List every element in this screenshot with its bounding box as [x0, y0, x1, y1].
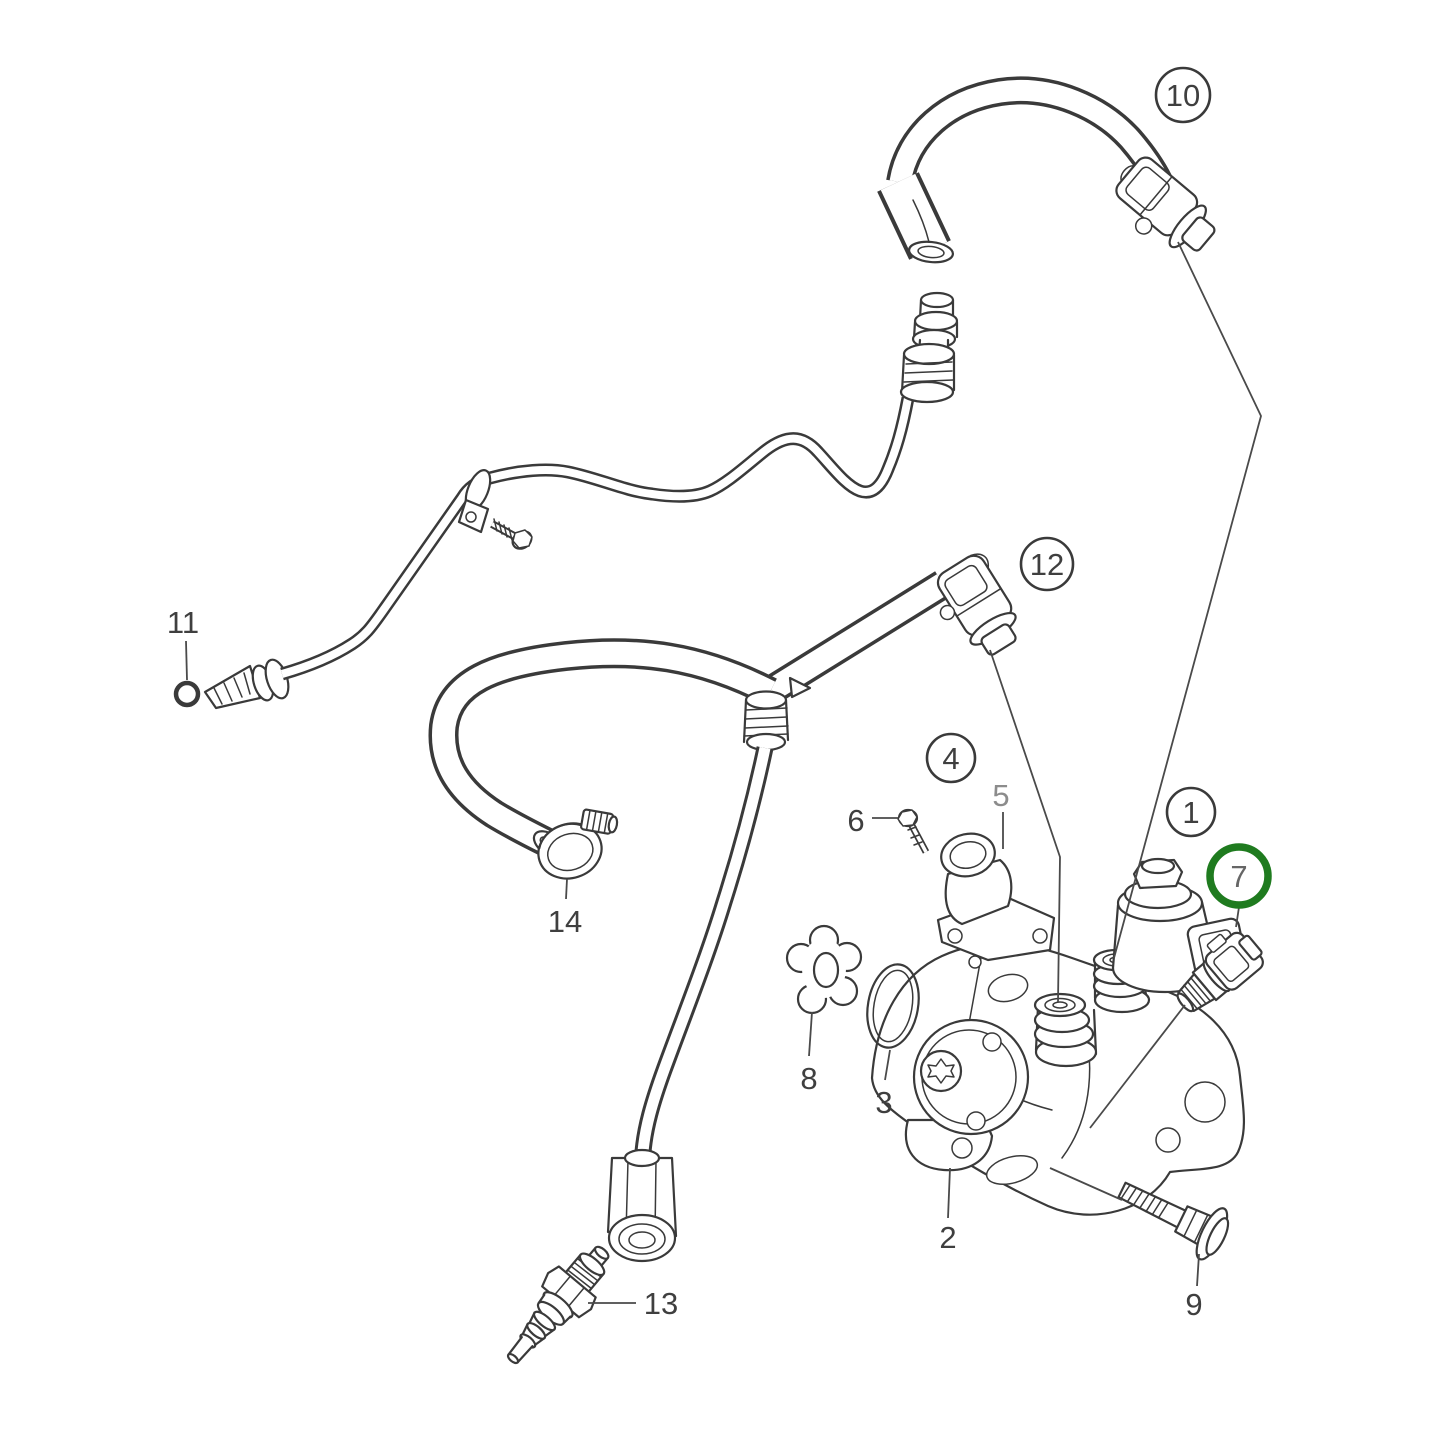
hose-end-nut [606, 1148, 678, 1263]
small-bolt-6 [897, 808, 930, 854]
leader-3 [884, 1049, 891, 1081]
callout-12[interactable]: 12 [1019, 536, 1075, 592]
leader-lines [185, 241, 1262, 1304]
callout-label: 2 [939, 1220, 956, 1255]
threaded-end [203, 664, 262, 710]
hose-clamp-14 [537, 808, 619, 880]
leader-8 [808, 1011, 813, 1057]
callout-1[interactable]: 1 [1165, 786, 1217, 838]
fuel-pump-assembly [785, 808, 1264, 1261]
leader-12 [989, 649, 1061, 1003]
highlight-ring [1206, 843, 1272, 909]
callout-6[interactable]: 6 [847, 803, 864, 838]
leader-11 [185, 640, 188, 681]
callout-ring [925, 732, 977, 784]
callout-label: 14 [548, 904, 582, 939]
callout-ring [1154, 66, 1212, 124]
callout-ring [1019, 536, 1075, 592]
upper-hose-assembly [877, 76, 1216, 404]
pump-front-cover [912, 1018, 1030, 1136]
leader-9 [1196, 1253, 1200, 1287]
callout-label: 11 [167, 605, 199, 640]
leader-10 [1113, 241, 1262, 959]
callout-10[interactable]: 10 [1154, 66, 1212, 124]
callout-8[interactable]: 8 [800, 1061, 817, 1096]
outlet-union-lower [1033, 992, 1098, 1068]
stem-union [899, 291, 959, 404]
callout-ring [1165, 786, 1217, 838]
callout-11[interactable]: 11 [167, 605, 199, 640]
callout-2[interactable]: 2 [939, 1220, 956, 1255]
sensor-7 [1176, 931, 1264, 1013]
leader-7-axis [1089, 1004, 1186, 1129]
callout-label: 1 [1182, 795, 1199, 830]
callout-label: 3 [875, 1085, 892, 1120]
rigid-fuel-line [173, 396, 915, 710]
rosette-cap-8 [785, 924, 863, 1015]
callout-9[interactable]: 9 [1185, 1287, 1202, 1322]
barb-fitting-13 [506, 1245, 610, 1365]
callout-3[interactable]: 3 [875, 1085, 892, 1120]
callout-4[interactable]: 4 [925, 732, 977, 784]
leader-9-axis [1049, 1167, 1123, 1201]
callout-7[interactable]: 7 [1206, 843, 1272, 909]
quick-connector-10 [1115, 156, 1216, 252]
callout-label: 4 [942, 741, 959, 776]
callout-5[interactable]: 5 [992, 778, 1009, 813]
pipe-bracket [457, 469, 492, 534]
leader-7 [1235, 906, 1240, 928]
callout-13[interactable]: 13 [644, 1286, 678, 1321]
leader-2 [947, 1167, 951, 1219]
flange-bolt-9 [1117, 1181, 1230, 1261]
quick-connector-12 [936, 553, 1017, 656]
bracket-bolt [490, 518, 533, 550]
callout-label: 7 [1230, 859, 1247, 894]
callout-label: 13 [644, 1286, 678, 1321]
callout-label: 6 [847, 803, 864, 838]
callout-14[interactable]: 14 [548, 904, 582, 939]
callout-label: 9 [1185, 1287, 1202, 1322]
callout-label: 10 [1166, 78, 1200, 113]
regulator-valve-5 [936, 832, 1056, 962]
o-ring-11 [173, 680, 201, 708]
leader-14 [565, 878, 568, 900]
callout-label: 8 [800, 1061, 817, 1096]
lower-hose-assembly [428, 553, 1017, 1365]
o-ring-3 [866, 963, 920, 1049]
callout-label: 12 [1030, 547, 1064, 582]
callout-label: 5 [992, 778, 1009, 813]
